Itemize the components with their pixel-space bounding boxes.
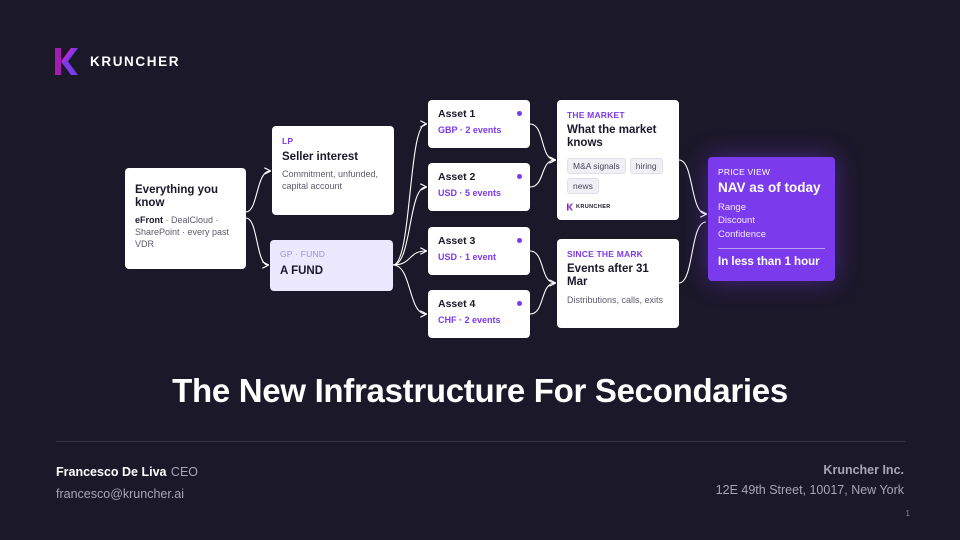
gp-tag: GP · FUND — [280, 249, 326, 259]
connector-gp-asset3 — [392, 251, 426, 266]
since-desc: Distributions, calls, exits — [567, 295, 664, 306]
connector-asset2-market — [529, 159, 556, 188]
connector-source-lp — [245, 171, 270, 213]
asset-name: Asset 4 — [438, 298, 476, 310]
price-tag: PRICE VIEW — [718, 167, 771, 177]
presenter-name: Francesco De Liva — [56, 465, 167, 479]
lp-desc: Commitment, unfunded, capital account — [282, 169, 379, 191]
price-line-discount: Discount — [718, 215, 755, 227]
since-title: Events after 31 Mar — [567, 263, 649, 289]
asset-detail: USD · 5 events — [438, 188, 502, 199]
asset-status-dot — [517, 238, 522, 243]
page-number: 1 — [905, 509, 910, 518]
market-tag: THE MARKET — [567, 110, 625, 120]
market-title: What the market knows — [567, 124, 657, 150]
asset-card-2: Asset 2 USD · 5 events — [428, 163, 530, 211]
lp-card: LP Seller interest Commitment, unfunded,… — [272, 126, 394, 215]
since-tag: SINCE THE MARK — [567, 249, 643, 259]
connector-asset3-since — [529, 250, 555, 283]
connector-since-price — [678, 221, 707, 284]
footer-divider — [56, 441, 905, 442]
company-address: 12E 49th Street, 10017, New York — [715, 483, 904, 497]
connector-asset4-since — [529, 282, 556, 315]
gp-title: A FUND — [280, 265, 324, 277]
price-line-confidence: Confidence — [718, 228, 767, 240]
gp-fund-card: GP · FUND A FUND — [270, 240, 393, 291]
source-systems: eFront · DealCloud · SharePoint · every … — [135, 215, 236, 250]
presenter-role: CEO — [170, 465, 199, 479]
asset-card-1: Asset 1 GBP · 2 events — [428, 100, 530, 148]
price-line-range: Range — [718, 202, 746, 213]
brand-name: KRUNCHER — [90, 54, 181, 69]
chip-news: news — [567, 178, 599, 195]
market-card: THE MARKET What the market knows M&A sig… — [557, 100, 679, 220]
connector-asset1-market — [529, 123, 555, 160]
since-mark-card: SINCE THE MARK Events after 31 Mar Distr… — [557, 239, 679, 328]
asset-status-dot — [517, 174, 522, 179]
asset-detail: GBP · 2 events — [438, 125, 502, 136]
connector-source-gp — [245, 217, 268, 265]
market-chips: M&A signals hiring news — [567, 158, 669, 195]
asset-name: Asset 1 — [438, 108, 476, 120]
market-kruncher-logo: KRUNCHER — [567, 203, 611, 211]
chip-hiring: hiring — [629, 158, 663, 175]
asset-status-dot — [517, 111, 522, 116]
source-title: Everything you know — [135, 184, 219, 210]
connector-gp-asset4 — [392, 264, 426, 314]
kruncher-logo-icon — [55, 48, 78, 75]
chip-ma-signals: M&A signals — [567, 158, 626, 175]
source-card: Everything you know eFront · DealCloud ·… — [125, 168, 246, 269]
slide-headline: The New Infrastructure For Secondaries — [172, 372, 788, 409]
asset-detail: USD · 1 event — [438, 252, 497, 263]
company-name: Kruncher Inc. — [823, 463, 904, 477]
connector-gp-asset2 — [392, 187, 426, 266]
asset-name: Asset 2 — [438, 171, 476, 183]
source-systems-rest: · DealCloud · SharePoint · every past VD… — [135, 215, 230, 249]
kruncher-mini-logo-icon — [567, 203, 573, 211]
asset-card-3: Asset 3 USD · 1 event — [428, 227, 530, 275]
price-divider — [718, 247, 825, 249]
source-systems-bold: eFront — [135, 215, 163, 226]
asset-status-dot — [517, 301, 522, 306]
price-view-card: PRICE VIEW NAV as of today Range Discoun… — [708, 157, 835, 281]
price-title: NAV as of today — [718, 180, 821, 195]
presenter-email[interactable]: francesco@kruncher.ai — [56, 487, 185, 501]
mini-logo-text: KRUNCHER — [576, 204, 611, 210]
kruncher-logo: KRUNCHER — [55, 48, 180, 75]
asset-detail: CHF · 2 events — [438, 315, 501, 326]
lp-tag: LP — [282, 136, 294, 146]
asset-card-4: Asset 4 CHF · 2 events — [428, 290, 530, 338]
connector-gp-asset1 — [392, 124, 426, 266]
asset-name: Asset 3 — [438, 235, 476, 247]
lp-title: Seller interest — [282, 151, 359, 163]
connector-market-price — [678, 159, 706, 214]
presenter-info: Francesco De Liva CEO francesco@kruncher… — [56, 463, 198, 501]
price-footer: In less than 1 hour — [718, 255, 820, 268]
company-info: Kruncher Inc. 12E 49th Street, 10017, Ne… — [716, 463, 904, 497]
